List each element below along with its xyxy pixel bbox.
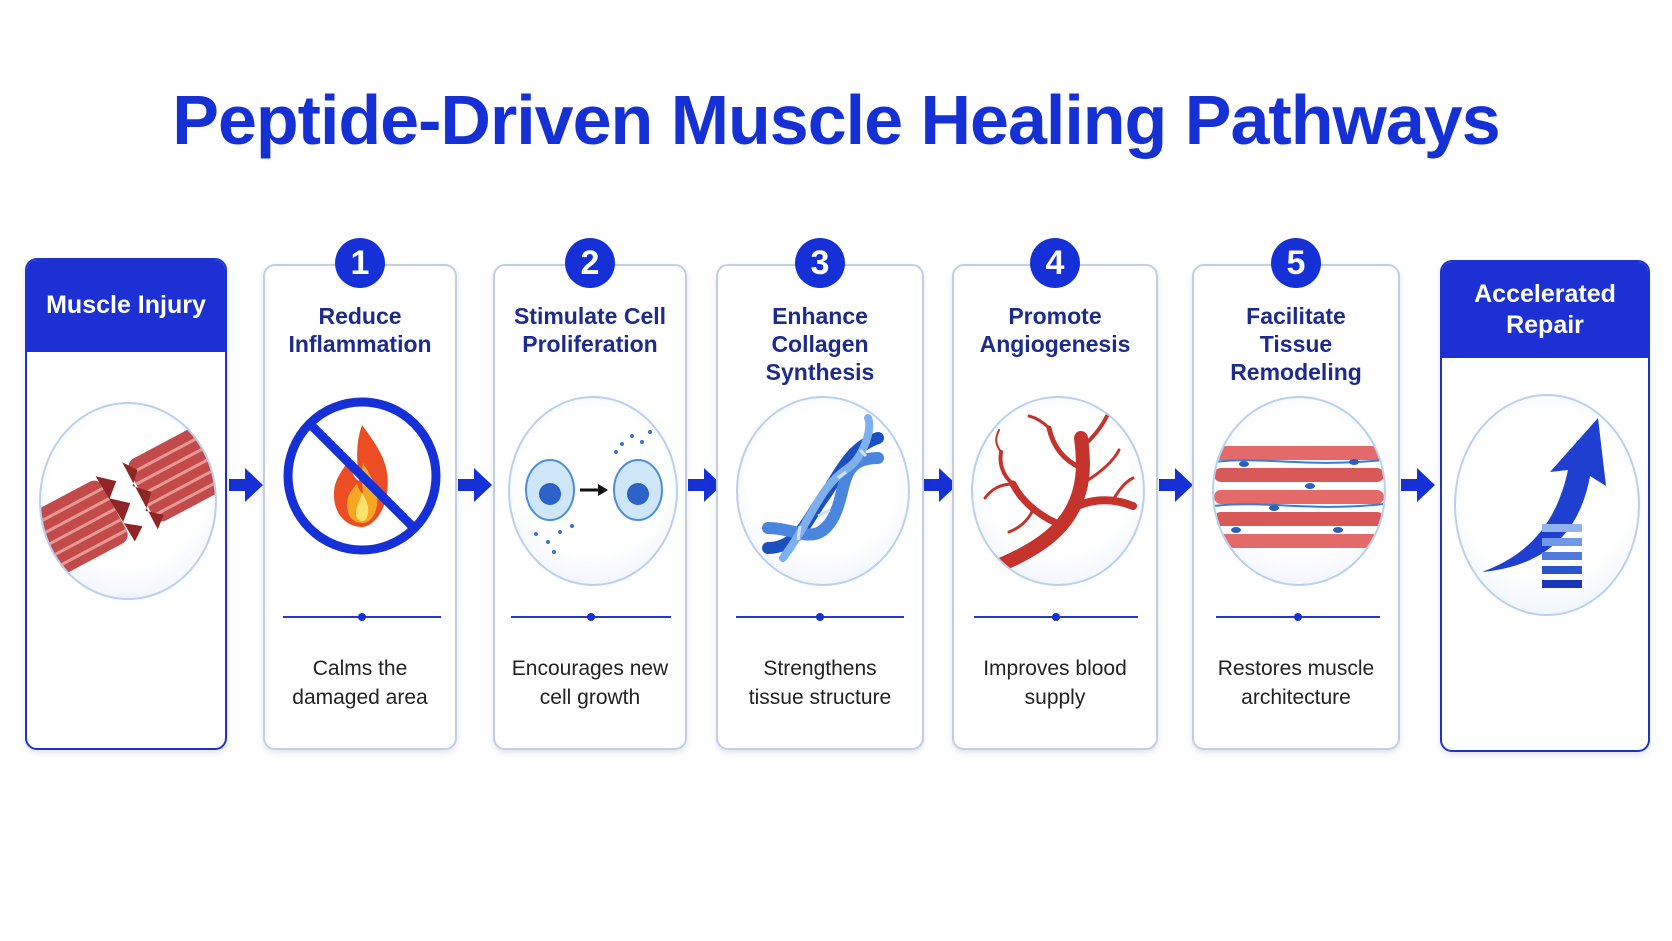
step-number-badge-1: 1 [335, 238, 385, 288]
flow-arrow-1 [229, 468, 263, 502]
step-divider [511, 613, 671, 621]
step-divider [974, 613, 1138, 621]
flow-arrow-3 [688, 468, 722, 502]
flow-arrow-6 [1401, 468, 1435, 502]
torn-muscle-icon [39, 402, 217, 600]
flow-arrow-2 [458, 468, 492, 502]
muscle-injury-label: Muscle Injury [46, 291, 206, 320]
cell-division-icon [508, 396, 678, 586]
page-title: Peptide-Driven Muscle Healing Pathways [172, 81, 1500, 159]
blood-vessels-icon [971, 396, 1145, 586]
muscle-fibers-icon [1212, 396, 1386, 586]
no-fire-icon [279, 393, 445, 559]
muscle-injury-card: Muscle Injury [25, 258, 227, 750]
step-number-badge-4: 4 [1030, 238, 1080, 288]
step-number-badge-5: 5 [1271, 238, 1321, 288]
flow-arrow-4 [923, 468, 957, 502]
step-number-badge-2: 2 [565, 238, 615, 288]
step-number-badge-3: 3 [795, 238, 845, 288]
step-divider [1216, 613, 1380, 621]
collagen-helix-icon [736, 396, 910, 586]
step-divider [736, 613, 904, 621]
muscle-injury-header: Muscle Injury [27, 260, 225, 352]
flow-arrow-5 [1159, 468, 1193, 502]
step-divider [283, 613, 441, 621]
rising-arrow-icon [1454, 394, 1640, 616]
